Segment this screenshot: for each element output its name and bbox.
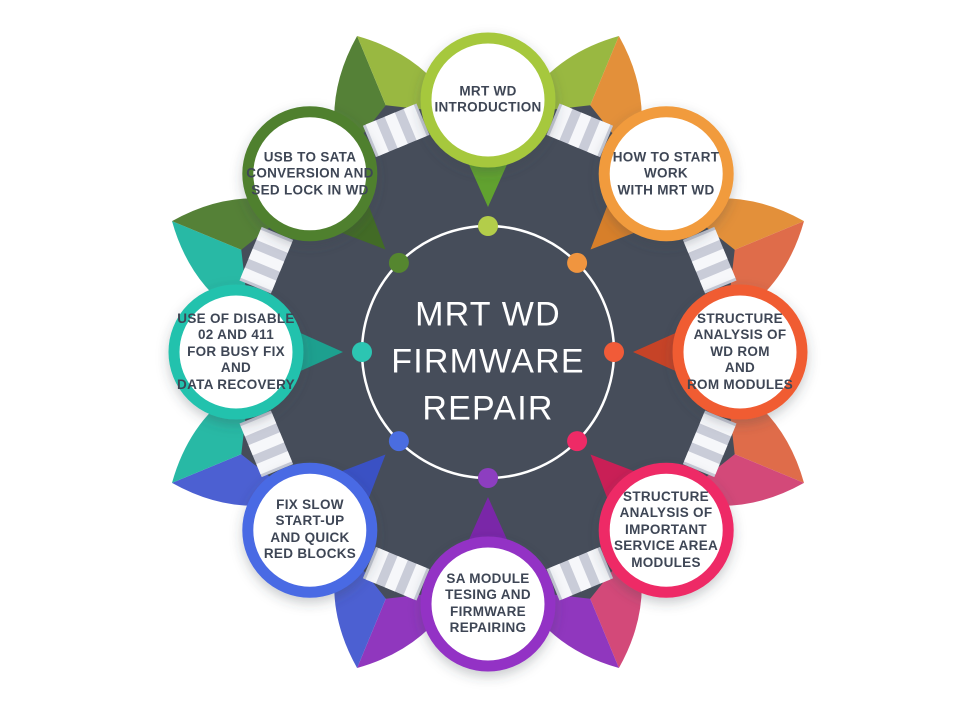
segment-circle-structure-analysis-service-area (598, 462, 734, 598)
segment-circle-usb-to-sata-conversion (242, 106, 378, 242)
segment-label-sa-module-testing: SA MODULE TESING AND FIRMWARE REPAIRING (445, 571, 531, 636)
center-title: MRT WD FIRMWARE REPAIR (391, 295, 585, 428)
crosswalk-stripe (684, 451, 720, 475)
crosswalk (682, 410, 737, 478)
hub-dot-sa-module-testing (478, 468, 498, 488)
crosswalk-stripe (568, 555, 592, 592)
segment-label-structure-analysis-service-area: STRUCTURE ANALYSIS OF IMPORTANT SERVICE … (613, 488, 719, 570)
crosswalk (239, 226, 294, 294)
segment-circle-how-to-start-work (598, 106, 734, 242)
hub-dot-use-of-disable-02-411 (352, 342, 372, 362)
crosswalk-stripe (549, 104, 573, 141)
segment-circle-mrt-wd-introduction (420, 32, 556, 168)
crosswalk-stripe (384, 112, 408, 149)
segment-label-how-to-start-work: HOW TO START WORK WITH MRT WD (612, 149, 720, 198)
crosswalk (682, 226, 737, 294)
crosswalk (239, 410, 294, 478)
segment-circle-fix-slow-startup (242, 462, 378, 598)
hub-dot-structure-analysis-rom (604, 342, 624, 362)
crosswalk-stripe (699, 413, 736, 437)
crosswalk-stripe (365, 548, 389, 584)
crosswalk-stripe (403, 563, 427, 600)
crosswalk-stripe (248, 432, 285, 456)
segment-circle-structure-analysis-rom (672, 284, 808, 420)
crosswalk-stripe (240, 413, 277, 437)
crosswalks-layer (239, 103, 737, 601)
crosswalk-stripe (587, 548, 611, 584)
crosswalk (362, 103, 430, 158)
segment-label-structure-analysis-rom: STRUCTURE ANALYSIS OF WD ROM AND ROM MOD… (686, 310, 794, 392)
crosswalk-stripe (691, 432, 728, 456)
crosswalk-stripe (384, 555, 408, 592)
crosswalk-stripe (365, 120, 389, 156)
segment-label-usb-to-sata-conversion: USB TO SATA CONVERSION AND SED LOCK IN W… (246, 149, 374, 198)
crosswalk-stripe (403, 104, 427, 141)
hub-dot-fix-slow-startup (388, 431, 409, 452)
crosswalk (362, 546, 430, 601)
segment-circle-use-of-disable-02-411 (168, 284, 304, 420)
crosswalk-stripe (549, 563, 573, 600)
crosswalk (546, 103, 614, 158)
crosswalk-stripe (240, 267, 277, 291)
segment-circle-sa-module-testing (420, 536, 556, 672)
hub-dots-layer (352, 216, 624, 488)
crosswalk-stripe (256, 229, 292, 253)
segment-label-fix-slow-startup: FIX SLOW START-UP AND QUICK RED BLOCKS (263, 497, 357, 562)
crosswalk-stripe (691, 248, 728, 272)
hub-dot-usb-to-sata-conversion (388, 252, 409, 273)
segment-label-mrt-wd-introduction: MRT WD INTRODUCTION (434, 83, 542, 115)
crosswalk-stripe (256, 451, 292, 475)
crosswalk-stripe (699, 267, 736, 291)
crosswalk-stripe (248, 248, 285, 272)
hub-dot-structure-analysis-service-area (567, 431, 588, 452)
topic-circles-layer (168, 32, 808, 672)
crosswalk (546, 546, 614, 601)
hub-dot-how-to-start-work (567, 252, 588, 273)
crosswalk-stripe (568, 112, 592, 149)
hub-dot-mrt-wd-introduction (478, 216, 498, 236)
crosswalk-stripe (587, 120, 611, 156)
segment-label-use-of-disable-02-411: USE OF DISABLE 02 AND 411 FOR BUSY FIX A… (177, 310, 295, 392)
crosswalk-stripe (684, 229, 720, 253)
